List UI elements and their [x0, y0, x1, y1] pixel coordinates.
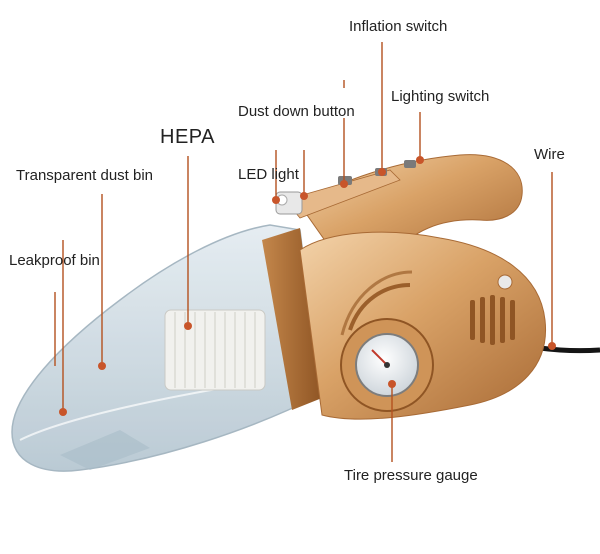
label-transparent-dust-bin: Transparent dust bin [16, 167, 154, 184]
label-wire: Wire [534, 146, 565, 163]
led-lamp-shape [275, 191, 303, 215]
wire-cable [539, 345, 600, 354]
label-tire-pressure-gauge: Tire pressure gauge [344, 467, 478, 484]
gauge-shape [340, 318, 434, 412]
hepa-filter-shape [164, 309, 266, 391]
label-led-light: LED light [238, 166, 299, 183]
label-lighting-switch: Lighting switch [391, 88, 490, 105]
label-hepa: HEPA [160, 126, 215, 148]
leader-lines [54, 42, 553, 462]
label-leakproof-bin: Leakproof bin [9, 252, 100, 269]
label-dust-down-button: Dust down button [238, 103, 355, 120]
gold-collar-shape [262, 228, 322, 410]
label-inflation-switch: Inflation switch [349, 18, 448, 35]
side-vent-slots [470, 295, 515, 345]
marker-dots [59, 156, 556, 416]
